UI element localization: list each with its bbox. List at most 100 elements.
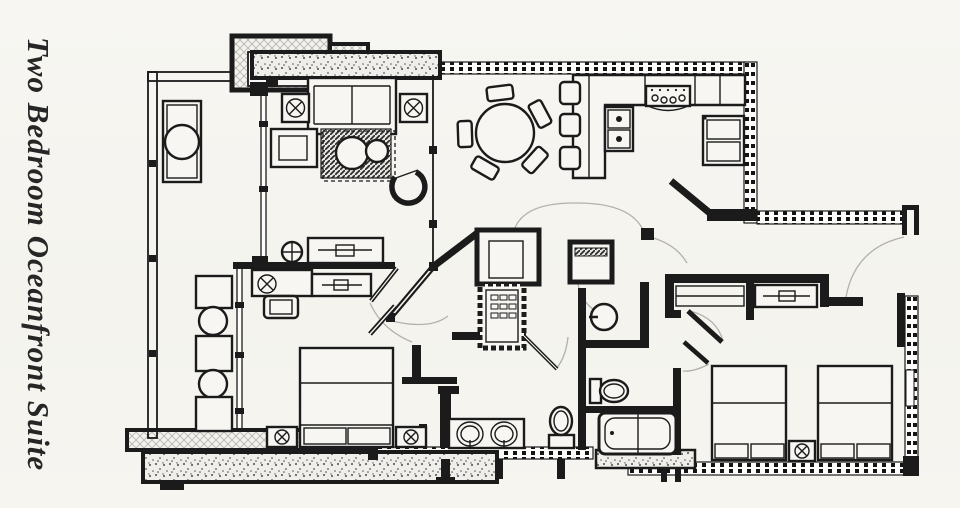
balcony-chair [194, 334, 234, 373]
bathroom-2 [588, 340, 710, 456]
door-jamb [902, 205, 919, 210]
pillow [856, 443, 891, 459]
sink-basin [607, 109, 631, 129]
dining-area [456, 83, 553, 181]
wall-jog [252, 256, 268, 266]
round-ottoman-large [334, 135, 370, 171]
bedroom2-closet-left-wall [665, 274, 674, 316]
corridor-wall-inner [369, 305, 396, 335]
balcony-chair [194, 274, 234, 310]
fridge-hinge [703, 116, 707, 120]
wall-stub [441, 459, 450, 479]
kitchen-corner-diagonal-wall [668, 178, 714, 217]
entry-foyer [368, 228, 483, 336]
dining-chair [521, 145, 549, 175]
hall-double-door-arc-right [576, 202, 645, 233]
balcony-window-upper [260, 87, 267, 265]
tub-drain [610, 431, 614, 435]
door-cap [386, 313, 395, 322]
dining-chair [470, 155, 500, 181]
kitchen-counter [571, 73, 747, 180]
table-lamp-symbol [257, 274, 277, 294]
table-lamp-symbol [403, 98, 424, 118]
console-handle [335, 244, 355, 257]
bathroom2-door-arc [682, 363, 710, 372]
entry-door-arc [391, 315, 449, 326]
plan-title: Two Bedroom Oceanfront Suite [21, 36, 56, 472]
boundary-post [429, 220, 437, 228]
wall-corner-topleft [250, 82, 268, 96]
mullion-tick [259, 121, 268, 127]
rail-post [149, 350, 156, 357]
bedroom1-top-wall [233, 262, 395, 269]
door-cap [429, 262, 438, 271]
bed-double [710, 364, 788, 462]
utility-niche-bottom-wall [584, 340, 649, 348]
rug-dashed-edge [322, 130, 396, 182]
sink-basin [607, 129, 631, 149]
wall-stub [496, 459, 503, 479]
bedroom2-closet-door-arc [689, 310, 724, 342]
range-dial [658, 88, 662, 92]
bathroom-1 [447, 334, 576, 450]
mullion-tick [235, 352, 244, 358]
range-dial [666, 88, 670, 92]
kitchen-corner-wall [707, 209, 757, 221]
wall-stub-foot [436, 477, 455, 482]
desk-chair [262, 294, 300, 320]
wall-corner-bottomright [903, 456, 919, 476]
bedroom1-door-leaf-inner [370, 267, 398, 302]
bedroom-2 [665, 274, 905, 463]
hall-vertical-wall [578, 288, 586, 450]
planter-bar [250, 50, 442, 80]
pillow [750, 443, 785, 459]
mullion-tick [259, 186, 268, 192]
refrigerator [701, 114, 746, 167]
toilet-bowl [553, 410, 569, 432]
alcove-right-wall [820, 274, 829, 307]
sink-drain [616, 116, 622, 122]
bedroom1-door-arc [369, 302, 413, 343]
toilet-tank [547, 433, 576, 450]
door-jamb [902, 205, 907, 235]
planter-foot [266, 76, 278, 87]
lamp-x [406, 101, 421, 115]
dresser-handle [333, 279, 349, 291]
fridge-door [706, 119, 741, 140]
dresser-handle [778, 290, 796, 302]
wall-stub [675, 468, 681, 482]
bedroom-1 [250, 266, 428, 449]
dining-chair [527, 99, 553, 129]
balcony-chair [194, 395, 234, 433]
kitchen-sink [603, 105, 635, 153]
mullion-tick [235, 302, 244, 308]
nightstand-lamp [274, 429, 290, 445]
bathroom1-door-leaf-inner [523, 335, 558, 370]
bar-stool [558, 145, 582, 171]
bath2-divider-wall [582, 406, 677, 413]
rail-post [149, 255, 156, 262]
bedroom2-closet-door-leaf [686, 309, 724, 344]
balcony-left [147, 71, 234, 439]
balcony-table [197, 368, 229, 400]
range-dial [674, 88, 678, 92]
rail-post [149, 160, 156, 167]
entry-closet-shelf [488, 240, 524, 279]
range-dial [650, 88, 654, 92]
alcove-stub-wall [829, 297, 863, 306]
round-ottoman-small [364, 138, 390, 164]
planter-top-left [229, 33, 442, 93]
bathroom1-door-arc [555, 336, 569, 370]
door-hinge-block [641, 228, 654, 240]
dining-table [474, 102, 536, 164]
bedroom2-closet-right-wall [746, 274, 754, 320]
fridge-door [706, 141, 741, 162]
dining-chair [485, 83, 515, 103]
pillow [347, 427, 391, 445]
barrel-chair [389, 169, 428, 206]
burner [669, 96, 677, 104]
bedroom2-closet-top-wall [665, 274, 755, 283]
wall-stub [661, 468, 667, 482]
lamp-x [276, 431, 288, 443]
